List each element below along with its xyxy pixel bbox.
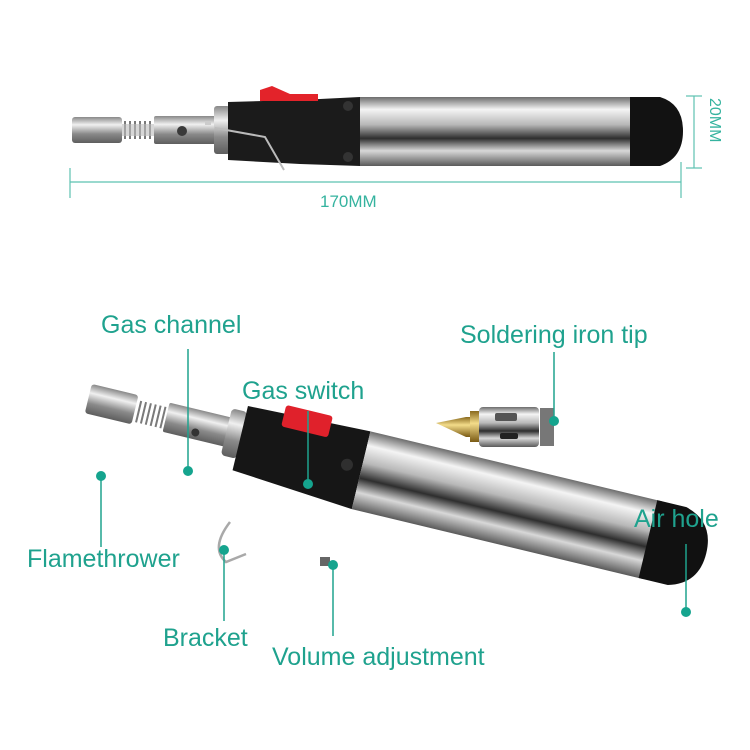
length-dimension: 170MM [320, 192, 377, 211]
diameter-dimension: 20MM [706, 98, 723, 143]
torch-labeled-view [85, 384, 708, 585]
soldering-tip-image [436, 407, 554, 447]
leader-dots [96, 416, 691, 617]
leader-lines [100, 349, 687, 636]
dimension-lines [69, 95, 702, 198]
label-flamethrower: Flamethrower [27, 545, 180, 573]
torch-side-view [72, 86, 683, 171]
label-gas-channel: Gas channel [101, 311, 242, 339]
label-volume-adjustment: Volume adjustment [272, 643, 485, 671]
label-bracket: Bracket [163, 624, 248, 652]
label-gas-switch: Gas switch [242, 377, 365, 405]
label-soldering-iron-tip: Soldering iron tip [460, 321, 648, 349]
label-air-hole: Air hole [634, 505, 719, 533]
